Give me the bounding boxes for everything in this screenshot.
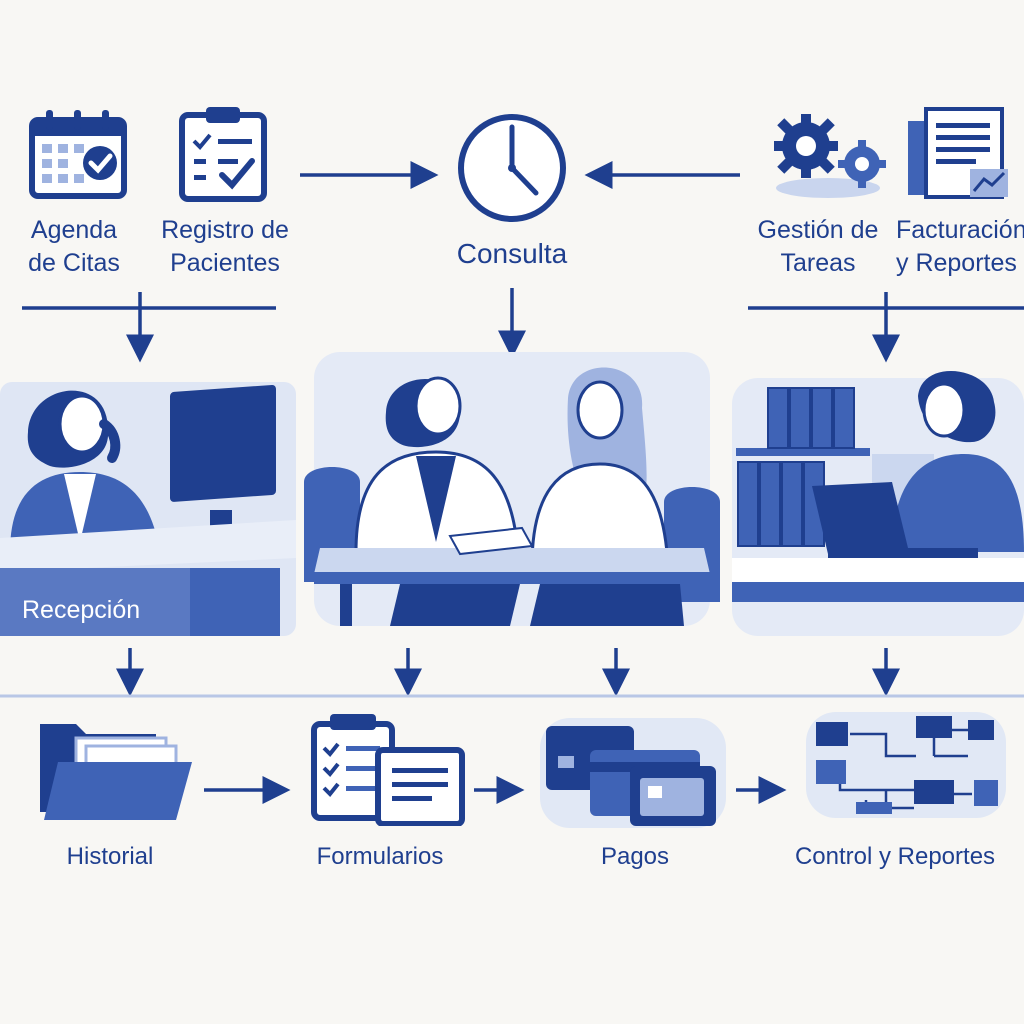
flowchart-icon xyxy=(806,710,1006,820)
calendar-check-icon xyxy=(28,108,128,200)
gestion-label: Gestión de Tareas xyxy=(748,214,888,280)
agenda-label: Agenda de Citas xyxy=(14,214,134,280)
consulta-label: Consulta xyxy=(456,238,568,269)
historial-label: Historial xyxy=(66,843,154,870)
payment-cards-icon xyxy=(540,714,726,832)
registro-label-line1: Registro de xyxy=(161,216,289,244)
reception-sign: Recepción xyxy=(22,596,141,624)
gestion-label-line1: Gestión de xyxy=(757,216,879,244)
office-scene xyxy=(732,362,1024,636)
gestion-label-line2: Tareas xyxy=(780,249,856,277)
registro-label-line2: Pacientes xyxy=(170,249,280,277)
control-reportes-label: Control y Reportes xyxy=(794,843,996,870)
forms-clipboard-icon xyxy=(306,712,466,826)
clipboard-checklist-icon xyxy=(178,105,270,203)
formularios-label: Formularios xyxy=(316,843,444,870)
documents-report-icon xyxy=(906,105,1010,201)
facturacion-label-line1: Facturación xyxy=(896,216,1024,244)
registro-label: Registro de Pacientes xyxy=(150,214,300,280)
reception-scene xyxy=(0,362,296,636)
facturacion-label: Facturación y Reportes xyxy=(896,214,1024,280)
folder-icon xyxy=(36,716,196,824)
clock-icon xyxy=(452,113,572,223)
agenda-label-line1: Agenda xyxy=(30,216,118,244)
facturacion-label-line2: y Reportes xyxy=(896,249,1017,277)
consultation-scene xyxy=(300,352,724,626)
pagos-label: Pagos xyxy=(600,843,670,870)
gears-icon xyxy=(768,112,892,200)
agenda-label-line2: de Citas xyxy=(28,249,120,277)
